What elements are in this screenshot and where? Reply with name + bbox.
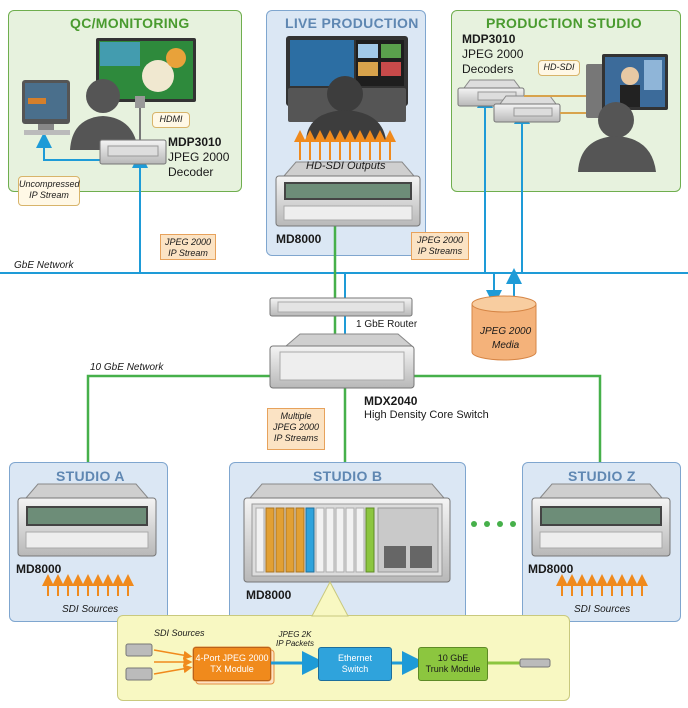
multi-line-2: JPEG 2000 bbox=[272, 422, 320, 432]
prod-device-desc-1: JPEG 2000 bbox=[462, 47, 524, 61]
qc-stream-line-1: JPEG 2000 bbox=[164, 237, 212, 247]
hd-sdi-outputs-label: HD-SDI Outputs bbox=[306, 160, 386, 172]
live-md8000-label: MD8000 bbox=[276, 232, 322, 246]
tengbe-network-label: 10 GbE Network bbox=[90, 362, 164, 373]
qc-device-model: MDP3010 bbox=[168, 135, 222, 149]
hdmi-label: HDMI bbox=[152, 112, 190, 128]
live-streams-line-1: JPEG 2000 bbox=[416, 235, 464, 245]
trunk-line-1: 10 GbE bbox=[437, 653, 469, 663]
qc-device-desc-2: Decoder bbox=[168, 165, 214, 179]
core-switch-desc: High Density Core Switch bbox=[364, 409, 489, 421]
uncompressed-line-2: IP Stream bbox=[29, 190, 69, 200]
uncompressed-line-1: Uncompressed bbox=[19, 179, 80, 189]
media-label-2: Media bbox=[492, 340, 520, 351]
production-studio-title: PRODUCTION STUDIO bbox=[486, 15, 642, 31]
studio-a-title: STUDIO A bbox=[56, 468, 125, 484]
trunk-module: 10 GbE Trunk Module bbox=[418, 647, 488, 681]
hd-sdi-label: HD-SDI bbox=[538, 60, 580, 76]
multi-line-1: Multiple bbox=[280, 411, 312, 421]
eth-line-2: Switch bbox=[341, 664, 369, 674]
core-switch-model: MDX2040 bbox=[364, 394, 418, 408]
tx-module-line-1: 4-Port JPEG 2000 bbox=[195, 653, 269, 663]
eth-line-1: Ethernet bbox=[337, 653, 373, 663]
gbe-network-label: GbE Network bbox=[14, 260, 74, 271]
live-streams-line-2: IP Streams bbox=[417, 246, 463, 256]
ethernet-switch-module: Ethernet Switch bbox=[318, 647, 392, 681]
detail-sdi-sources: SDI Sources bbox=[154, 628, 205, 638]
studio-z-title: STUDIO Z bbox=[568, 468, 636, 484]
tengbe-line-a bbox=[86, 374, 270, 462]
prod-device-model: MDP3010 bbox=[462, 32, 516, 46]
prod-device-desc-2: Decoders bbox=[462, 62, 514, 76]
packets-label: JPEG 2K IP Packets bbox=[272, 630, 318, 648]
qc-monitoring-title: QC/MONITORING bbox=[70, 15, 190, 31]
multi-streams-callout: Multiple JPEG 2000 IP Streams bbox=[267, 408, 325, 450]
multi-line-3: IP Streams bbox=[273, 433, 319, 443]
packets-line-2: IP Packets bbox=[276, 639, 314, 648]
live-streams-callout: JPEG 2000 IP Streams bbox=[411, 232, 469, 260]
studio-b-device: MD8000 bbox=[246, 588, 292, 602]
studio-z-device: MD8000 bbox=[528, 562, 574, 576]
media-label-1: JPEG 2000 bbox=[480, 326, 532, 337]
studio-z-sources: SDI Sources bbox=[574, 604, 631, 615]
trunk-line-2: Trunk Module bbox=[425, 664, 481, 674]
qc-device-desc-1: JPEG 2000 bbox=[168, 150, 230, 164]
tx-module: 4-Port JPEG 2000 TX Module bbox=[193, 647, 271, 681]
packets-line-1: JPEG 2K bbox=[278, 630, 312, 639]
studio-a-device: MD8000 bbox=[16, 562, 62, 576]
qc-stream-callout: JPEG 2000 IP Stream bbox=[160, 234, 216, 260]
qc-stream-line-2: IP Stream bbox=[168, 248, 208, 258]
uncompressed-callout: Uncompressed IP Stream bbox=[18, 176, 80, 206]
tx-module-line-2: TX Module bbox=[210, 664, 254, 674]
studio-a-sources: SDI Sources bbox=[62, 604, 119, 615]
studio-b-title: STUDIO B bbox=[313, 468, 383, 484]
router-label: 1 GbE Router bbox=[356, 319, 418, 330]
live-production-title: LIVE PRODUCTION bbox=[285, 15, 419, 31]
